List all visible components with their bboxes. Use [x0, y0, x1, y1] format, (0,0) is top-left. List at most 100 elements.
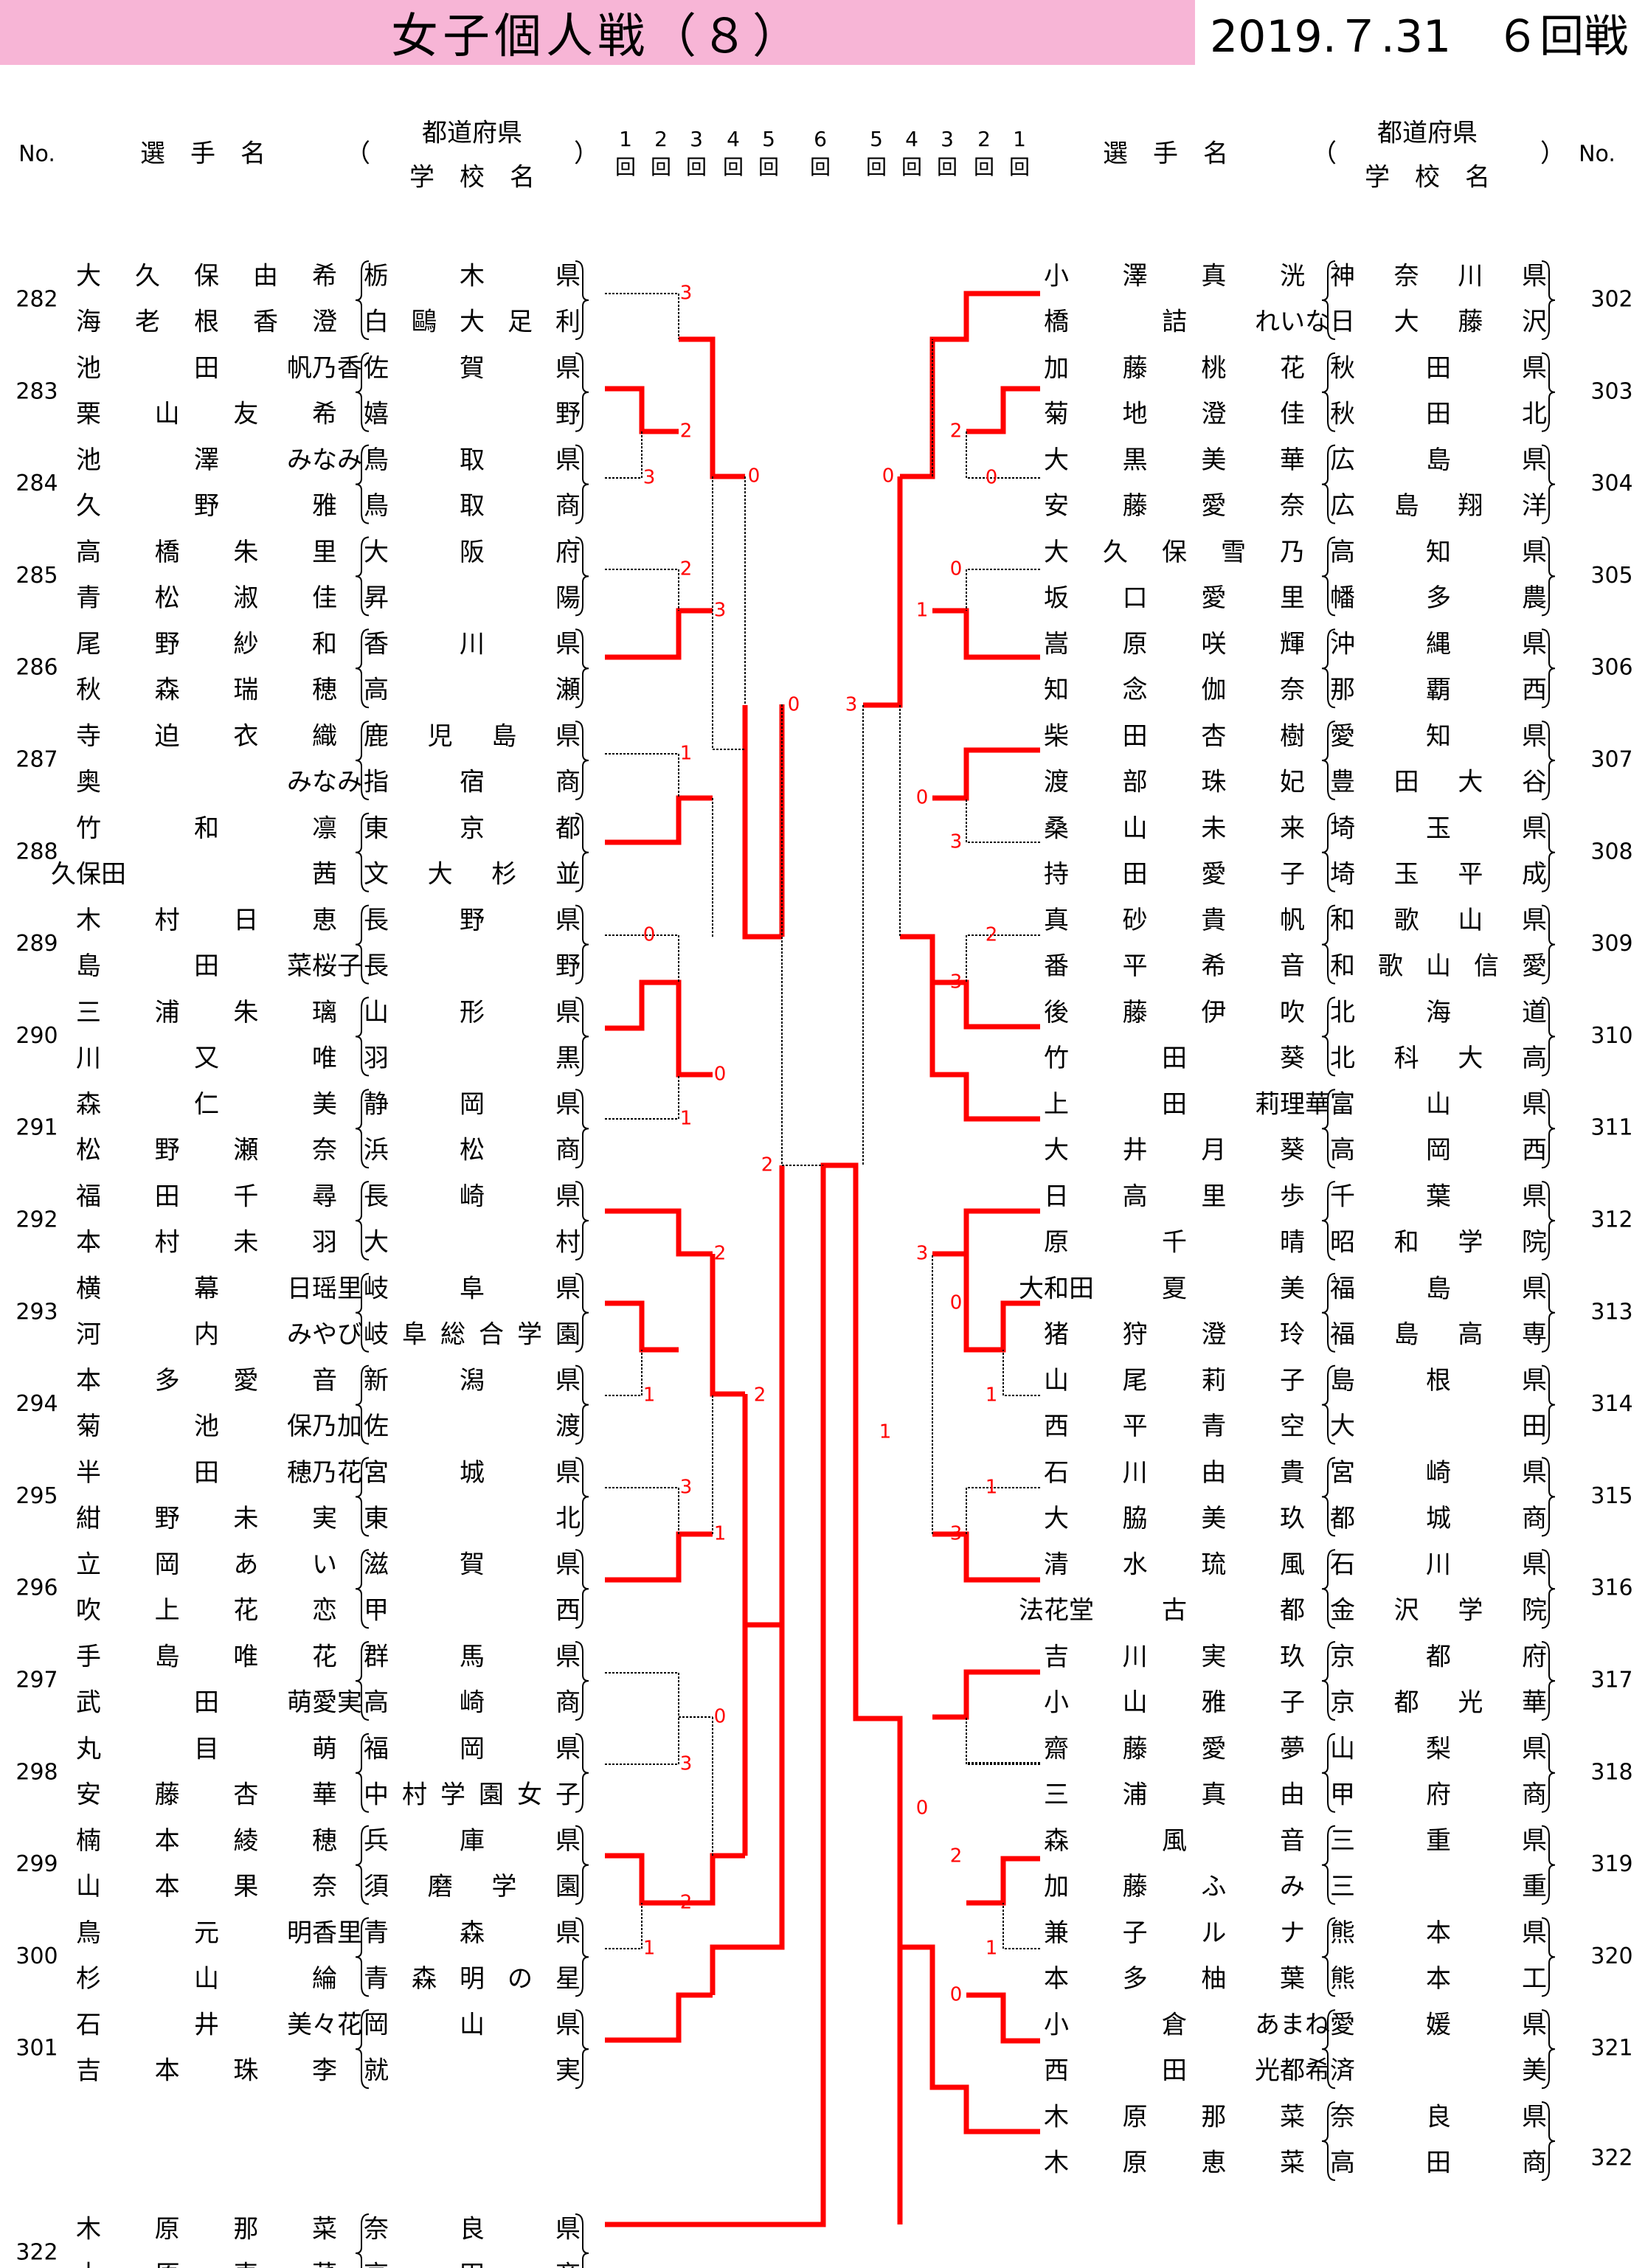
player-name: 上	[155, 1596, 180, 1626]
entry-number: 291	[15, 1115, 58, 1141]
school-name: 総	[440, 1319, 465, 1349]
school-name: 信	[1474, 951, 1499, 981]
prefecture: 木	[460, 262, 485, 291]
paren-bracket	[1321, 444, 1336, 524]
player-name: 岡	[155, 1550, 180, 1580]
prefecture: 和	[1330, 906, 1355, 935]
paren-bracket	[575, 2213, 589, 2268]
school-name: 豊	[1330, 768, 1355, 797]
player-name: 加	[1044, 1872, 1069, 1901]
player-name: 華	[312, 1780, 337, 1809]
prefecture: 良	[460, 2215, 485, 2244]
player-name: 恵	[233, 2261, 258, 2268]
player-name: 澄	[1201, 399, 1226, 429]
player-name: 又	[194, 1044, 219, 1073]
entry-number: 285	[15, 563, 58, 589]
player-name: 菜	[312, 2261, 337, 2268]
player-name: 尋	[312, 1182, 337, 1212]
player-name: 希	[1201, 951, 1226, 981]
prefecture: 県	[555, 1734, 581, 1764]
score-label: 2	[714, 1243, 727, 1265]
player-name: 幕	[194, 1274, 219, 1303]
player-name: 珠	[233, 2056, 258, 2086]
player-name: みやび	[287, 1319, 362, 1349]
school-name: 高	[1458, 1319, 1483, 1349]
player-name: 知	[1044, 676, 1069, 705]
entry-number: 286	[15, 655, 58, 681]
paren-bracket	[1321, 260, 1336, 340]
entry-number: 308	[1590, 839, 1632, 864]
paren-bracket	[575, 444, 589, 524]
prefecture: 県	[555, 1550, 581, 1580]
player-name: 未	[233, 1504, 258, 1533]
player-name: 松	[155, 583, 180, 613]
player-name: 木	[1044, 2103, 1069, 2132]
prefecture: 崎	[460, 1182, 485, 1212]
prefecture: 京	[460, 814, 485, 843]
player-name: 雪	[1221, 538, 1246, 567]
prefecture: 県	[555, 1458, 581, 1488]
player-name: 菜桜子	[287, 951, 362, 981]
bracket-line-win	[679, 336, 745, 479]
player-name: 尾	[1123, 1366, 1148, 1395]
prefecture: 県	[1522, 1550, 1547, 1580]
paren-bracket	[1321, 904, 1336, 985]
paren-bracket	[1321, 1181, 1336, 1260]
prefecture: 歌	[1394, 906, 1419, 935]
player-name: 由	[1201, 1458, 1226, 1488]
prefecture: 山	[1426, 1090, 1451, 1120]
school-name: 高	[1330, 1136, 1355, 1165]
score-label: 3	[680, 1477, 693, 1499]
bracket-line-loss	[1002, 1350, 1040, 1396]
player-name: 美	[1201, 1504, 1226, 1533]
school-name: 西	[1522, 676, 1547, 705]
school-name: 山	[1426, 951, 1451, 981]
school-name: 佐	[364, 1412, 389, 1441]
player-name: 藤	[1123, 353, 1148, 383]
school-name: 歌	[1378, 951, 1403, 981]
player-name: 嵩	[1044, 630, 1069, 659]
school-name: 阜	[402, 1319, 427, 1349]
paren-bracket	[1541, 904, 1556, 985]
player-name: 青	[76, 583, 101, 613]
player-name: みなみ	[287, 768, 362, 797]
score-label: 0	[714, 1064, 727, 1086]
paren-bracket	[355, 2009, 370, 2090]
prefecture: 高	[1330, 538, 1355, 567]
school-name: 美	[1522, 2056, 1547, 2086]
bracket-line-win	[863, 476, 903, 708]
prefecture: 県	[1522, 814, 1547, 843]
school-name: 専	[1522, 1319, 1547, 1349]
player-name: 歩	[1280, 1182, 1305, 1212]
player-name: 恵	[1201, 2149, 1226, 2178]
school-name: 成	[1522, 859, 1547, 889]
player-name: 澤	[1123, 262, 1148, 291]
prefecture: 梨	[1426, 1734, 1451, 1764]
round-header-unit: 回	[615, 155, 636, 179]
bracket-line-loss	[605, 753, 679, 798]
score-label: 1	[986, 1938, 998, 1960]
entry-number: 287	[15, 747, 58, 773]
prefecture: 都	[1426, 1643, 1451, 1672]
player-name: 音	[1280, 951, 1305, 981]
player-name: 番	[1044, 951, 1069, 981]
prefecture: 島	[1330, 1366, 1355, 1395]
entry-number: 301	[15, 2036, 58, 2061]
player-name: 琉	[1201, 1550, 1226, 1580]
prefecture: 県	[1522, 1734, 1547, 1764]
prefecture: 県	[555, 2011, 581, 2040]
player-name: 伊	[1201, 998, 1226, 1027]
entry-number: 313	[1590, 1299, 1632, 1325]
school-name: 平	[1458, 859, 1483, 889]
paren-bracket	[1321, 1641, 1336, 1721]
bracket-line-loss	[966, 1717, 1040, 1765]
prefecture: 県	[1522, 1918, 1547, 1948]
player-name: 持	[1044, 859, 1069, 889]
school-name: 大	[364, 1228, 389, 1258]
paren-bracket	[355, 2213, 370, 2268]
player-name: 璃	[312, 998, 337, 1027]
paren-bracket	[1541, 628, 1556, 709]
bracket-line-loss	[966, 798, 1040, 843]
player-name: 美	[312, 1090, 337, 1120]
